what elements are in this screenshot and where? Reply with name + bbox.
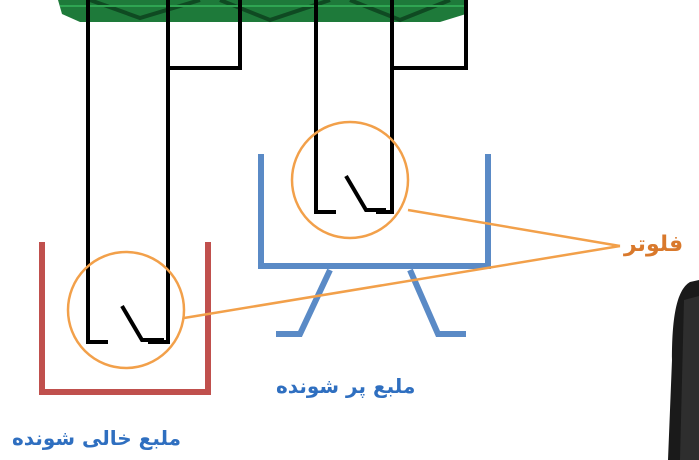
filling-tank-pipe xyxy=(314,0,468,214)
emptying-tank-pipe xyxy=(86,0,242,344)
controller-device-icon xyxy=(668,280,699,460)
float-switch-icon xyxy=(344,174,386,212)
emptying-tank xyxy=(39,242,211,395)
emptying-tank-label: ملبع خالی شونده xyxy=(12,426,182,450)
float-highlight-circle xyxy=(66,250,186,370)
float-switch-icon xyxy=(120,304,164,342)
filling-tank-label: ملبع پر شونده xyxy=(276,374,416,398)
float-label: فلوتر xyxy=(624,232,684,257)
pump-icon xyxy=(58,0,468,23)
float-callout-lines xyxy=(183,208,621,320)
filling-tank xyxy=(258,154,491,337)
float-highlight-circle xyxy=(290,120,410,240)
